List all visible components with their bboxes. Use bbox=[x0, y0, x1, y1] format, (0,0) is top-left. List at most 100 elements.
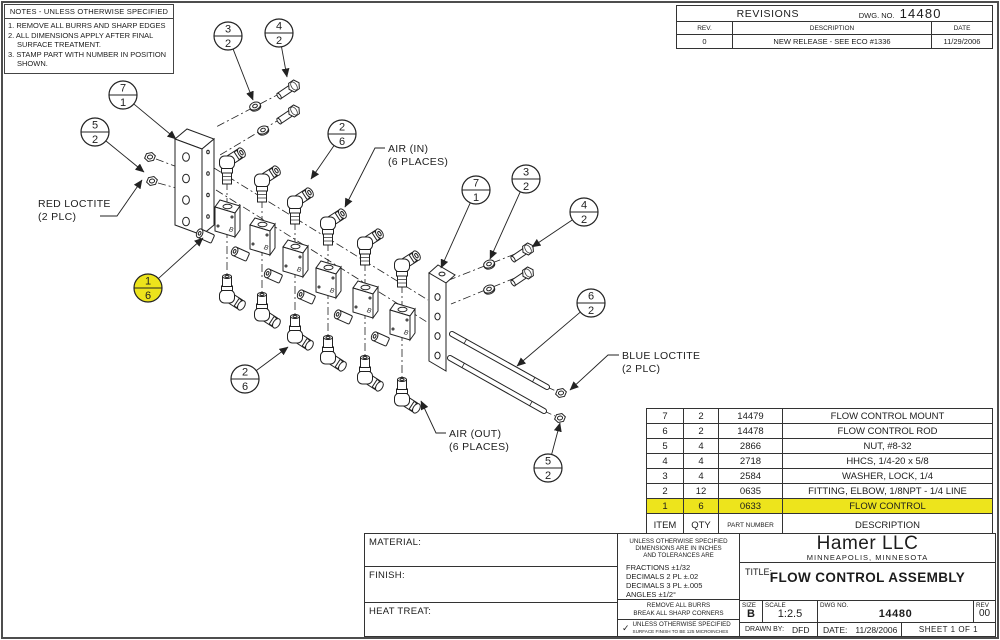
rev-value: 00 bbox=[978, 608, 991, 619]
deburr-note: REMOVE ALL BURRS BREAK ALL SHARP CORNERS bbox=[618, 600, 739, 620]
size-value: B bbox=[747, 608, 755, 620]
finish-label: FINISH: bbox=[365, 567, 617, 603]
dwg-value: 14480 bbox=[878, 608, 913, 620]
balloon-qty: 2 bbox=[581, 214, 587, 226]
elbow-fitting-down bbox=[357, 355, 384, 392]
balloon-qty: 2 bbox=[545, 470, 551, 482]
label-text: (2 PLC) bbox=[622, 363, 660, 375]
scale-cell: SCALE 1:2.5 bbox=[763, 601, 818, 622]
balloon-item-number: 1 bbox=[145, 276, 151, 288]
balloon-3-2: 32 bbox=[489, 164, 541, 260]
surface-2: SURFACE FINISH TO BE 125 MICROINCHES bbox=[632, 628, 729, 634]
parts-cell: 2584 bbox=[719, 469, 783, 483]
hex-head-screw bbox=[510, 266, 534, 287]
parts-cell: 2 bbox=[684, 409, 719, 423]
elbow-fitting-up bbox=[320, 208, 347, 246]
parts-cell: QTY bbox=[684, 514, 719, 536]
flow-control-rod bbox=[447, 355, 547, 414]
rev-cell: REV 00 bbox=[974, 601, 995, 622]
balloon-7-1: 71 bbox=[440, 175, 491, 269]
parts-cell: FLOW CONTROL MOUNT bbox=[830, 410, 945, 422]
description-col: DESCRIPTION bbox=[809, 24, 855, 32]
tolerance-section: UNLESS OTHERWISE SPECIFIED DIMENSIONS AR… bbox=[618, 534, 739, 600]
tol-fractions: FRACTIONS ±1/32 bbox=[626, 562, 691, 572]
elbow-fitting-down bbox=[287, 314, 314, 351]
size-label: SIZE bbox=[742, 602, 756, 609]
balloon-6-2: 62 bbox=[516, 288, 606, 367]
parts-cell: 4 bbox=[684, 454, 719, 468]
parts-cell: PART NUMBER bbox=[719, 514, 783, 536]
notes-box: NOTES - UNLESS OTHERWISE SPECIFIED 1. RE… bbox=[4, 4, 174, 74]
parts-cell: FITTING, ELBOW, 1/8NPT - 1/4 LINE bbox=[808, 485, 967, 497]
air-in-label: AIR (IN)(6 PLACES) bbox=[344, 143, 448, 208]
blue-loctite-label: BLUE LOCTITE(2 PLC) bbox=[569, 350, 700, 391]
label-text: RED LOCTITE bbox=[38, 198, 111, 210]
parts-cell: 4 bbox=[647, 454, 684, 468]
date-value: 11/28/2006 bbox=[855, 624, 898, 635]
parts-cell: 4 bbox=[684, 469, 719, 483]
note-item: 2. ALL DIMENSIONS APPLY AFTER FINAL SURF… bbox=[8, 30, 154, 50]
note-item: 1. REMOVE ALL BURRS AND SHARP EDGES bbox=[8, 21, 166, 30]
hex-nut bbox=[144, 151, 156, 163]
tol-h1: UNLESS OTHERWISE SPECIFIED bbox=[629, 538, 728, 545]
hex-head-screw bbox=[276, 104, 300, 125]
balloon-qty: 1 bbox=[473, 192, 479, 204]
tolerance-values: FRACTIONS ±1/32 DECIMALS 2 PL ±.02 DECIM… bbox=[618, 563, 739, 599]
revision-cell: NEW RELEASE - SEE ECO #1336 bbox=[773, 37, 891, 46]
date-label: DATE: bbox=[823, 624, 848, 635]
deburr-2: BREAK ALL SHARP CORNERS bbox=[633, 609, 724, 617]
elbow-fitting-up bbox=[254, 165, 281, 203]
balloon-qty: 2 bbox=[225, 38, 231, 50]
elbow-fitting-down bbox=[254, 292, 281, 329]
port-fitting bbox=[195, 228, 215, 244]
title-row: TITLE: FLOW CONTROL ASSEMBLY bbox=[740, 563, 995, 601]
parts-cell: DESCRIPTION bbox=[855, 519, 920, 531]
revision-cell: 11/29/2006 bbox=[931, 35, 992, 48]
parts-cell: 1 bbox=[647, 499, 684, 513]
size-scale-row: SIZE B SCALE 1:2.5 DWG NO. 14480 REV 00 bbox=[740, 601, 995, 623]
port-fitting bbox=[263, 268, 283, 284]
lock-washer bbox=[257, 125, 270, 136]
flow-control-mount-left bbox=[174, 128, 215, 237]
block-mark: B bbox=[329, 287, 336, 295]
block-mark: B bbox=[296, 266, 303, 274]
balloon-item-number: 4 bbox=[581, 200, 587, 212]
tol-h2: DIMENSIONS ARE IN INCHES bbox=[635, 545, 722, 553]
parts-cell: ITEM bbox=[647, 514, 684, 536]
date-col: DATE bbox=[931, 22, 992, 34]
balloon-item-number: 3 bbox=[523, 167, 529, 179]
parts-cell: 6 bbox=[684, 499, 719, 513]
rev-label: REV bbox=[976, 602, 989, 609]
balloon-5-2: 52 bbox=[80, 117, 145, 173]
parts-cell: 2866 bbox=[719, 439, 783, 453]
parts-cell: 4 bbox=[684, 439, 719, 453]
elbow-fitting-up bbox=[394, 250, 421, 288]
check-icon: ✓ bbox=[622, 622, 630, 633]
balloon-item-number: 5 bbox=[545, 456, 551, 468]
flow-control-block: B bbox=[263, 239, 309, 284]
parts-cell: 2718 bbox=[719, 454, 783, 468]
note-item: 3. STAMP PART WITH NUMBER IN POSITION SH… bbox=[8, 49, 167, 69]
balloon-3-2: 32 bbox=[213, 21, 254, 101]
balloon-1-6: 16 bbox=[133, 237, 204, 303]
title-block: MATERIAL: FINISH: HEAT TREAT: UNLESS OTH… bbox=[364, 533, 996, 637]
block-mark: B bbox=[228, 226, 235, 234]
block-mark: B bbox=[403, 329, 410, 337]
parts-cell: 5 bbox=[647, 439, 684, 453]
hex-head-screw bbox=[276, 79, 300, 100]
balloon-qty: 2 bbox=[92, 134, 98, 146]
balloon-qty: 6 bbox=[339, 136, 345, 148]
balloon-item-number: 4 bbox=[276, 21, 282, 33]
tolerance-header: UNLESS OTHERWISE SPECIFIED DIMENSIONS AR… bbox=[618, 538, 739, 560]
balloon-7-1: 71 bbox=[108, 80, 177, 140]
parts-cell: 0635 bbox=[719, 484, 783, 498]
drawn-value: DFD bbox=[792, 624, 810, 635]
parts-cell: 3 bbox=[647, 469, 684, 483]
elbow-fitting-up bbox=[219, 147, 246, 185]
